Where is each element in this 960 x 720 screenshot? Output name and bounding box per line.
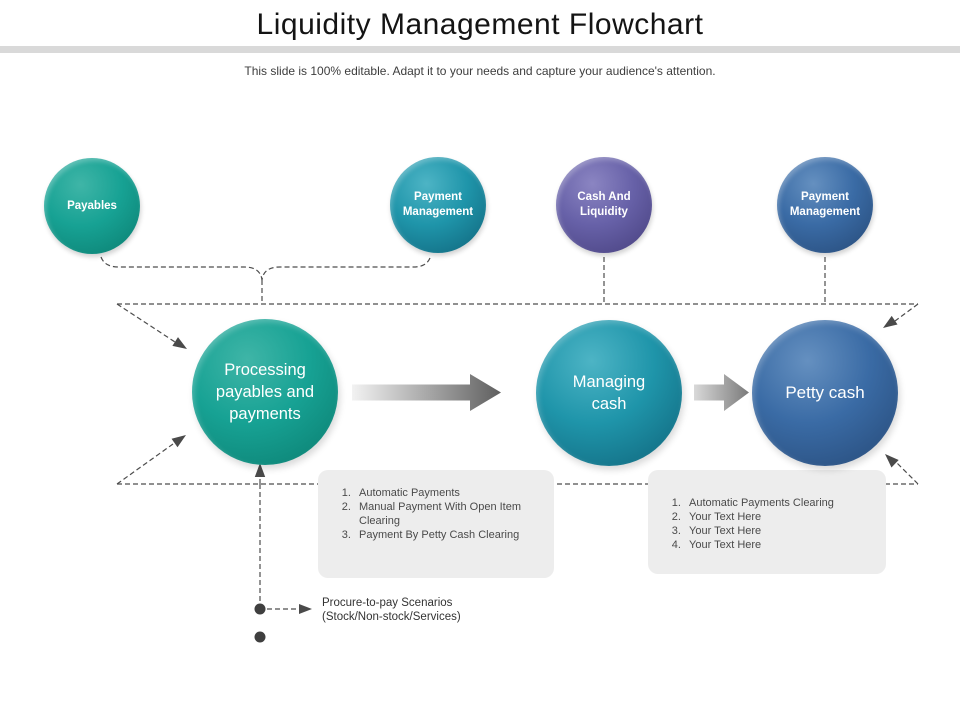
- node-managing-cash: Managing cash: [536, 320, 682, 466]
- node-processing-payables: Processing payables and payments: [192, 319, 338, 465]
- node-label: Payables: [67, 199, 117, 212]
- arrowhead-top-right-icon: [883, 315, 898, 328]
- node-payment-management-2: Payment Management: [777, 157, 873, 253]
- note-list: Automatic Payments Manual Payment With O…: [318, 470, 554, 542]
- arrowhead-up-icon: [254, 463, 266, 477]
- note-box-payments: Automatic Payments Manual Payment With O…: [318, 470, 554, 578]
- connector-dot-upper: [254, 603, 266, 615]
- node-label: Managing cash: [572, 372, 646, 413]
- node-label: Payment Management: [402, 191, 474, 218]
- list-item: Automatic Payments Clearing: [684, 496, 878, 510]
- note-box-clearing: Automatic Payments Clearing Your Text He…: [648, 470, 886, 574]
- title-divider-bar: [0, 46, 960, 53]
- connector-payables-branch: [100, 256, 263, 281]
- node-label: Petty cash: [785, 382, 865, 402]
- flow-arrow-2-icon: [694, 374, 749, 411]
- list-item: Your Text Here: [684, 524, 878, 538]
- connector-dot-lower: [254, 631, 266, 643]
- arrowhead-bottom-right-icon: [885, 454, 899, 468]
- procure-to-pay-label: Procure-to-pay Scenarios (Stock/Non-stoc…: [322, 596, 461, 624]
- note-list: Automatic Payments Clearing Your Text He…: [648, 470, 886, 552]
- connector-top-right-diagonal: [894, 303, 919, 322]
- connector-top-left-diagonal: [116, 303, 176, 343]
- connector-bottom-right-diagonal: [896, 462, 919, 485]
- procure-to-pay-line1: Procure-to-pay Scenarios: [322, 597, 453, 609]
- node-label: Cash And Liquidity: [577, 191, 631, 218]
- node-label: Payment Management: [789, 191, 861, 218]
- list-item: Automatic Payments: [354, 486, 546, 500]
- slide-subtitle: This slide is 100% editable. Adapt it to…: [244, 64, 716, 78]
- list-item: Payment By Petty Cash Clearing: [354, 528, 546, 542]
- connector-bottom-left-diagonal: [116, 443, 174, 485]
- list-item: Your Text Here: [684, 510, 878, 524]
- node-payables: Payables: [44, 158, 140, 254]
- list-item: Your Text Here: [684, 538, 878, 552]
- flow-arrow-1-icon: [352, 374, 501, 411]
- page-title: Liquidity Management Flowchart: [256, 8, 704, 41]
- node-label: Processing payables and payments: [215, 360, 315, 424]
- list-item: Manual Payment With Open Item Clearing: [354, 500, 546, 528]
- connector-payment-mgmt1-branch: [261, 257, 431, 281]
- node-payment-management-1: Payment Management: [390, 157, 486, 253]
- arrowhead-bottom-left-icon: [171, 435, 186, 448]
- arrowhead-top-left-icon: [172, 337, 187, 349]
- node-cash-and-liquidity: Cash And Liquidity: [556, 157, 652, 253]
- arrowhead-procure-icon: [299, 604, 312, 614]
- node-petty-cash: Petty cash: [752, 320, 898, 466]
- procure-to-pay-line2: (Stock/Non-stock/Services): [322, 611, 461, 623]
